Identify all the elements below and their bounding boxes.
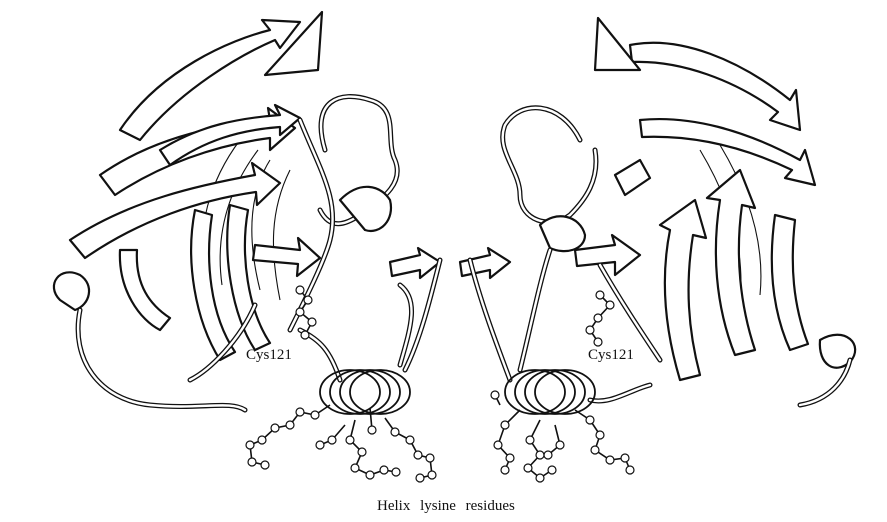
right-beta-strand: [540, 216, 585, 251]
right-beta-strand: [660, 200, 706, 380]
left-beta-strand: [160, 105, 300, 165]
right-beta-strand: [460, 248, 510, 278]
left-beta-strand: [390, 248, 440, 278]
left-stereo-view: [54, 12, 440, 482]
right-coil-loop: [503, 108, 596, 222]
left-alpha-helix: [320, 370, 410, 414]
right-beta-strand: [772, 215, 808, 350]
right-alpha-helix: [505, 370, 595, 414]
right-cys121-sidechain: [586, 291, 614, 346]
right-beta-strand: [615, 160, 650, 195]
right-stereo-view: [460, 18, 855, 482]
left-beta-strand: [120, 250, 170, 330]
right-beta-strand: [640, 119, 815, 185]
left-lysine-sidechains: [246, 405, 436, 482]
left-ribbon-turn: [54, 272, 89, 310]
right-lysine-sidechains: [491, 391, 634, 482]
figure-caption: Helix lysine residues: [377, 498, 515, 515]
left-beta-strand: [253, 238, 320, 276]
left-cys121-label: Cys121: [246, 347, 292, 364]
right-beta-strand: [630, 43, 800, 130]
left-beta-strand: [227, 205, 270, 350]
right-beta-strand: [707, 170, 755, 355]
right-cys121-label: Cys121: [588, 347, 634, 364]
